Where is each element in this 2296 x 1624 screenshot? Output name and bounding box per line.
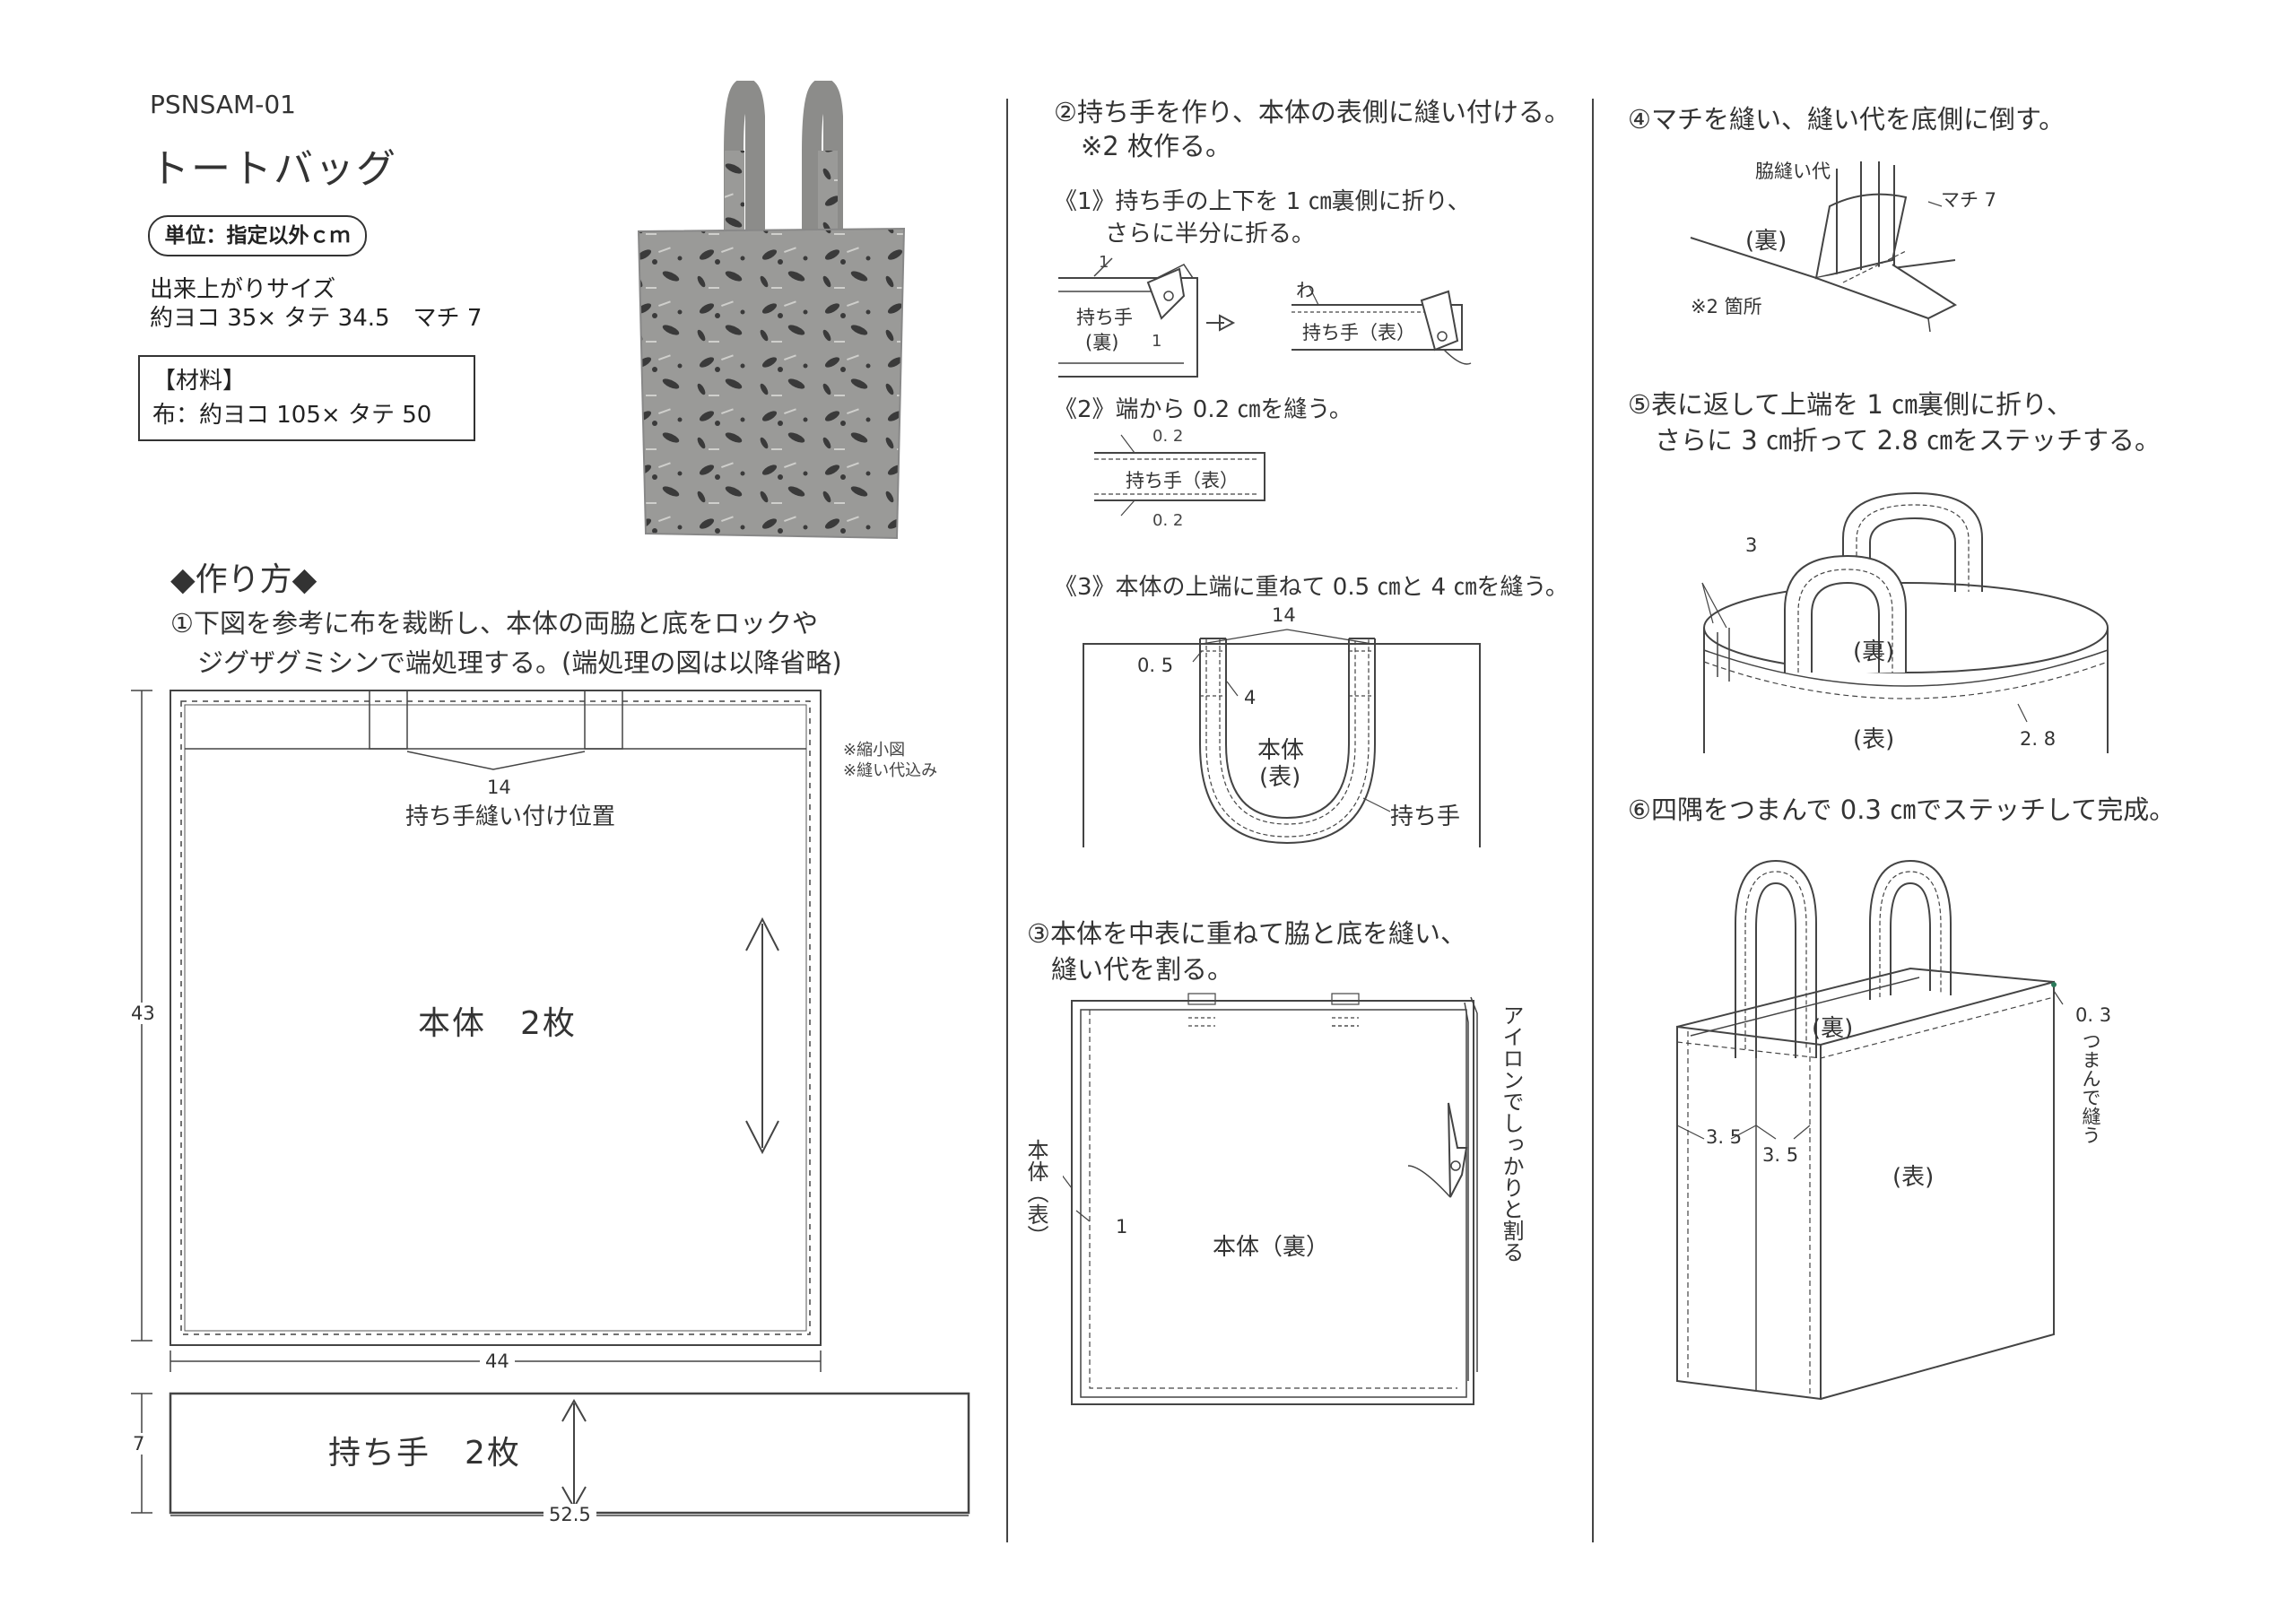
attach-half-label: 0. 5 [1137,655,1174,676]
side-b-label: 3. 5 [1762,1144,1799,1166]
step5-line1: ⑤表に返して上端を 1 ㎝裏側に折り、 [1628,389,2073,420]
note-seam-included: ※縫い代込み [843,761,938,780]
handle-width-label: 14 [487,777,511,798]
step1-line1: ①下図を参考に布を裁断し、本体の両脇と底をロックや [170,608,818,638]
step5-line2: さらに 3 ㎝折って 2.8 ㎝をステッチする。 [1655,425,2161,456]
step4-line1: ④マチを縫い、縫い代を底側に倒す。 [1628,104,2066,135]
method-heading: ◆作り方◆ [170,561,317,598]
topstitch-inside-label: (裏) [1853,638,1895,665]
stitch-strap-label: 持ち手（表） [1126,470,1239,491]
step1-line2: ジグザグミシンで端処理する。(端処理の図は以降省略) [197,647,842,678]
seam-allowance-label: 1 [1116,1216,1128,1238]
column-divider-2 [1592,99,1594,1542]
handle-position-label: 持ち手縫い付け位置 [405,803,616,830]
attach-width-label: 14 [1272,604,1296,626]
strap-piece-label: 持ち手 2枚 [328,1435,521,1472]
attach-body-side-label: (表) [1259,764,1301,791]
step2-sub2: 《2》端から 0.2 ㎝を縫う。 [1054,396,1352,423]
strap-front-label: 持ち手（表） [1302,322,1415,343]
step2-sub1-line1: 《1》持ち手の上下を 1 ㎝裏側に折り、 [1054,188,1471,215]
gusset-diagram [1690,161,1958,332]
pinch-note: つまんで縫う [2080,1031,2101,1144]
finished-inside-label: (裏) [1812,1015,1854,1042]
gusset-label: マチ 7 [1941,189,1997,211]
body-back-label: 本体（裏） [1213,1234,1330,1261]
two-places-note: ※2 箇所 [1691,296,1762,317]
body-height-label: 43 [131,1003,155,1024]
strap-label-b: (裏) [1085,332,1119,353]
fold-3-label: 3 [1745,534,1758,556]
gusset-inside-label: (裏) [1745,228,1787,255]
stitch-bottom-label: 0. 2 [1152,511,1184,530]
attach-handle-label: 持ち手 [1390,803,1461,830]
handle-attach-diagram [1083,629,1481,847]
body-pattern-diagram [131,690,822,1372]
finish-size-label: 出来上がりサイズ [150,276,336,303]
step3-line2: 縫い代を割る。 [1051,954,1234,985]
side-seam-diagram [1063,993,1478,1405]
body-front-label: 本体（表） [1023,1139,1048,1246]
materials-fabric: 布：約ヨコ 105× タテ 50 [152,402,432,429]
strap-stitch-diagram [1094,434,1265,517]
stitch-top-label: 0. 2 [1152,427,1184,446]
page-title: トートバッグ [150,146,397,192]
finished-bag-diagram [1676,859,2064,1401]
body-piece-label: 本体 2枚 [418,1005,577,1042]
tote-bag-photo [637,81,906,540]
side-a-label: 3. 5 [1706,1126,1743,1148]
step2-line1: ②持ち手を作り、本体の表側に縫い付ける。 [1054,97,1570,127]
strap-label-a: 持ち手 [1076,307,1133,328]
pattern-code: PSNSAM-01 [150,90,296,119]
topstitch-diagram [1701,491,2109,753]
materials-box [138,355,475,441]
body-width-label: 44 [480,1350,515,1372]
finished-outside-label: (表) [1892,1164,1935,1191]
step2-sub1-line2: さらに半分に折る。 [1105,221,1316,248]
topstitch-outside-label: (表) [1853,726,1895,753]
materials-title: 【材料】 [152,368,247,395]
step3-line1: ③本体を中表に重ねて脇と底を縫い、 [1027,918,1466,949]
column-divider-1 [1006,99,1008,1542]
note-reduced: ※縮小図 [843,741,906,760]
strap-height-label: 7 [133,1433,145,1455]
iron-note: アイロンでしっかりと割る [1499,1004,1524,1263]
fold-wa-label: わ [1296,280,1315,301]
side-seam-label: 脇縫い代 [1755,161,1831,182]
step2-line2: ※2 枚作る。 [1081,131,1231,161]
attach-body-label: 本体 [1257,737,1305,764]
unit-badge: 単位：指定以外ｃｍ [148,215,367,256]
step2-sub3: 《3》本体の上端に重ねて 0.5 ㎝と 4 ㎝を縫う。 [1054,574,1569,601]
step6-line1: ⑥四隅をつまんで 0.3 ㎝でステッチして完成。 [1628,795,2176,825]
pinch-value-label: 0. 3 [2075,1004,2112,1026]
strap-fold-diagram [1058,257,1472,378]
fold-1b-label: 1 [1152,332,1162,351]
finish-size-value: 約ヨコ 35× タテ 34.5 マチ 7 [150,305,483,332]
topstitch-value-label: 2. 8 [2020,728,2057,750]
strap-width-label: 52.5 [544,1504,596,1525]
fold-1-label: 1 [1099,253,1109,272]
attach-four-label: 4 [1244,687,1257,708]
